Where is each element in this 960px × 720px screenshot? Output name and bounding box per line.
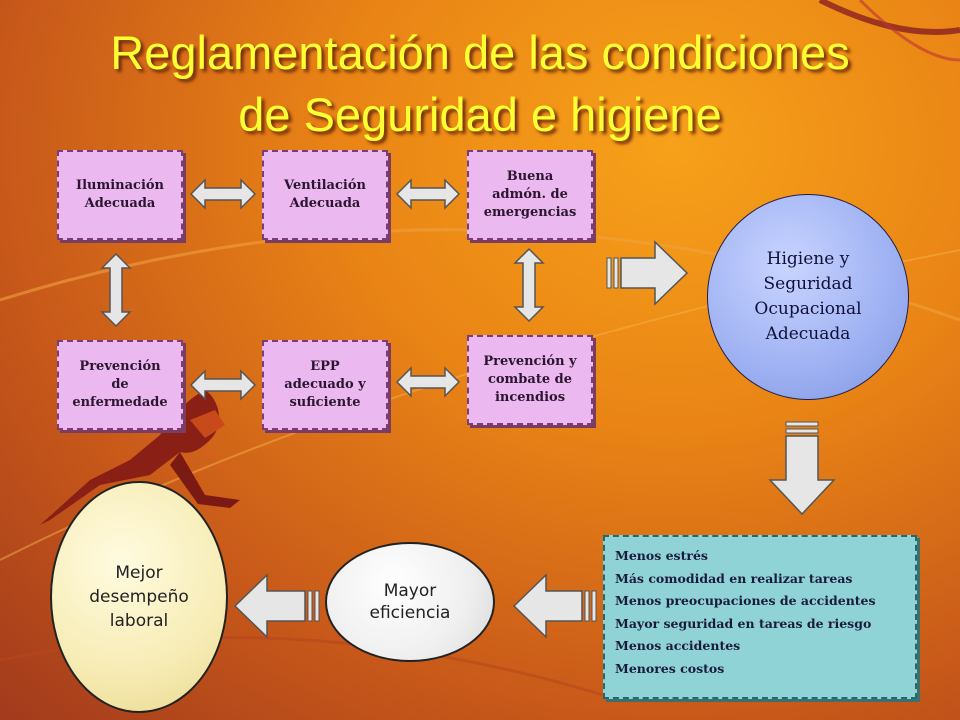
circle-mejor-desempeno: Mejor desempeño laboral (50, 481, 228, 713)
circle-higiene-seguridad: Higiene y Seguridad Ocupacional Adecuada (707, 194, 909, 400)
double-arrow-vertical-icon (513, 247, 545, 323)
box-enfermedades: Prevención de enfermedade (57, 340, 183, 430)
arrow-right-icon (606, 240, 689, 306)
double-arrow-icon (395, 178, 461, 210)
arrow-left-icon (233, 573, 320, 639)
double-arrow-vertical-icon (100, 252, 132, 328)
box-emergencias: Buena admón. de emergencias (467, 150, 593, 240)
benefit-item: Menores costos (615, 660, 725, 676)
circle-mayor-eficiencia: Mayor eficiencia (325, 542, 495, 662)
slide-title: Reglamentación de las condiciones de Seg… (0, 22, 960, 146)
double-arrow-icon (189, 369, 257, 401)
title-line-1: Reglamentación de las condiciones (110, 26, 850, 79)
benefit-item: Más comodidad en realizar tareas (615, 570, 853, 586)
benefit-item: Menos accidentes (615, 638, 741, 653)
box-ventilacion: Ventilación Adecuada (262, 150, 388, 240)
arrow-left-icon (512, 573, 597, 639)
box-epp: EPP adecuado y suficiente (262, 340, 388, 430)
box-incendios: Prevención y combate de incendios (467, 335, 593, 425)
title-line-2: de Seguridad e higiene (238, 88, 722, 141)
benefit-item: Menos preocupaciones de accidentes (615, 593, 876, 608)
double-arrow-icon (189, 178, 257, 210)
box-iluminacion: Iluminación Adecuada (57, 150, 183, 240)
benefit-item: Menos estrés (615, 548, 708, 563)
double-arrow-icon (395, 366, 461, 398)
arrow-down-icon (768, 421, 836, 516)
benefits-box: Menos estrés Más comodidad en realizar t… (603, 535, 917, 699)
benefit-item: Mayor seguridad en tareas de riesgo (615, 615, 872, 631)
